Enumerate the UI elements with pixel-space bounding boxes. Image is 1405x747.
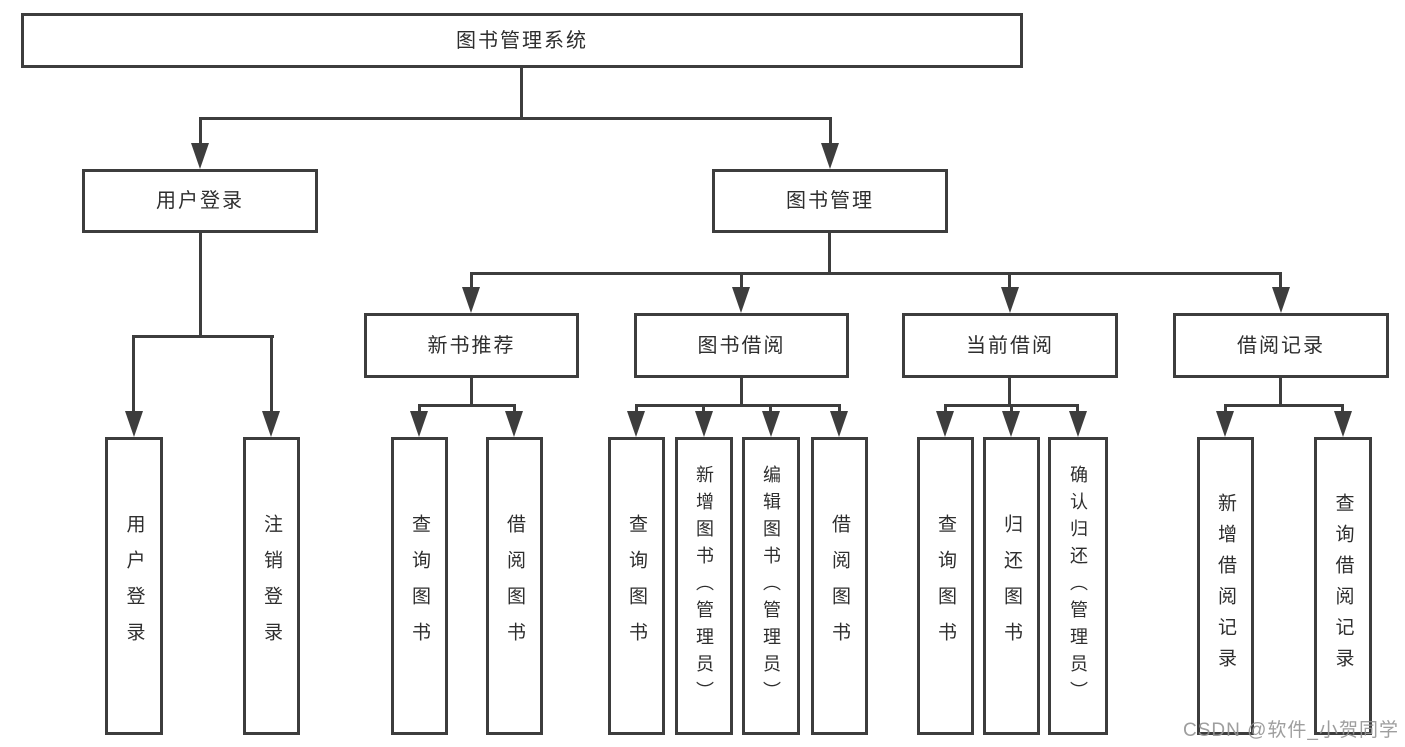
- leaf-records-add-record: 新增借阅记录: [1197, 437, 1254, 735]
- connector-line: [471, 272, 1282, 275]
- node-book-borrow: 图书借阅: [634, 313, 849, 378]
- connector-line: [828, 233, 831, 275]
- leaf-records-query-record: 查询借阅记录: [1314, 437, 1372, 735]
- leaf-user-login-label: 用户登录: [123, 514, 145, 658]
- arrowhead-down-icon: [830, 411, 848, 437]
- node-root: 图书管理系统: [21, 13, 1023, 68]
- leaf-newbooks-query-books: 查询图书: [391, 437, 448, 735]
- leaf-bookborrow-add-books-admin: 新增图书（管理员）: [675, 437, 733, 735]
- arrowhead-down-icon: [1272, 287, 1290, 313]
- arrowhead-down-icon: [505, 411, 523, 437]
- node-book-management-label: 图书管理: [786, 190, 874, 212]
- node-borrow-records: 借阅记录: [1173, 313, 1389, 378]
- connector-line: [636, 404, 841, 407]
- leaf-bookborrow-borrow-books: 借阅图书: [811, 437, 868, 735]
- leaf-newbooks-borrow-books-label: 借阅图书: [504, 514, 525, 658]
- leaf-newbooks-query-books-label: 查询图书: [409, 514, 430, 658]
- connector-line: [1279, 272, 1282, 294]
- node-current-borrow: 当前借阅: [902, 313, 1118, 378]
- node-borrow-records-label: 借阅记录: [1237, 334, 1325, 357]
- connector-line: [520, 68, 523, 118]
- node-new-book-recommend: 新书推荐: [364, 313, 579, 378]
- connector-line: [1279, 378, 1282, 406]
- arrowhead-down-icon: [462, 287, 480, 313]
- connector-line: [133, 335, 274, 338]
- node-current-borrow-label: 当前借阅: [966, 334, 1054, 357]
- connector-line: [470, 378, 473, 406]
- leaf-currentborrow-query-books: 查询图书: [917, 437, 974, 735]
- leaf-bookborrow-add-books-admin-label: 新增图书（管理员）: [694, 464, 714, 708]
- leaf-currentborrow-query-books-label: 查询图书: [935, 514, 956, 658]
- leaf-records-add-record-label: 新增借阅记录: [1215, 493, 1236, 679]
- connector-line: [740, 378, 743, 406]
- leaf-currentborrow-return-books-label: 归还图书: [1001, 514, 1022, 658]
- connector-line: [740, 272, 743, 294]
- node-user-login-label: 用户登录: [156, 190, 244, 212]
- connector-line: [1225, 404, 1344, 407]
- arrowhead-down-icon: [936, 411, 954, 437]
- connector-line: [270, 335, 273, 415]
- arrowhead-down-icon: [1002, 411, 1020, 437]
- arrowhead-down-icon: [410, 411, 428, 437]
- node-new-book-recommend-label: 新书推荐: [427, 334, 516, 357]
- leaf-currentborrow-confirm-return-admin: 确认归还（管理员）: [1048, 437, 1108, 735]
- leaf-newbooks-borrow-books: 借阅图书: [486, 437, 543, 735]
- arrowhead-down-icon: [695, 411, 713, 437]
- connector-line: [1008, 272, 1011, 294]
- connector-line: [132, 335, 135, 415]
- leaf-bookborrow-borrow-books-label: 借阅图书: [829, 514, 850, 658]
- leaf-bookborrow-query-books: 查询图书: [608, 437, 665, 735]
- arrowhead-down-icon: [762, 411, 780, 437]
- arrowhead-down-icon: [191, 143, 209, 169]
- leaf-logout: 注销登录: [243, 437, 300, 735]
- csdn-watermark: CSDN @软件_小贺同学: [1183, 720, 1399, 741]
- node-book-borrow-label: 图书借阅: [697, 334, 786, 357]
- arrowhead-down-icon: [1334, 411, 1352, 437]
- node-user-login: 用户登录: [82, 169, 318, 233]
- arrowhead-down-icon: [627, 411, 645, 437]
- connector-line: [829, 117, 832, 149]
- leaf-currentborrow-return-books: 归还图书: [983, 437, 1040, 735]
- connector-line: [199, 117, 832, 120]
- connector-line: [419, 404, 516, 407]
- connector-line: [470, 272, 473, 294]
- leaf-bookborrow-edit-books-admin-label: 编辑图书（管理员）: [761, 464, 781, 708]
- arrowhead-down-icon: [262, 411, 280, 437]
- arrowhead-down-icon: [732, 287, 750, 313]
- connector-line: [1008, 378, 1011, 406]
- leaf-bookborrow-query-books-label: 查询图书: [626, 514, 647, 658]
- arrowhead-down-icon: [1069, 411, 1087, 437]
- connector-line: [199, 117, 202, 149]
- node-root-label: 图书管理系统: [456, 29, 588, 52]
- leaf-logout-label: 注销登录: [261, 514, 282, 658]
- leaf-records-query-record-label: 查询借阅记录: [1332, 493, 1354, 679]
- arrowhead-down-icon: [1001, 287, 1019, 313]
- node-book-management: 图书管理: [712, 169, 948, 233]
- arrowhead-down-icon: [125, 411, 143, 437]
- arrowhead-down-icon: [1216, 411, 1234, 437]
- arrowhead-down-icon: [821, 143, 839, 169]
- leaf-bookborrow-edit-books-admin: 编辑图书（管理员）: [742, 437, 800, 735]
- leaf-currentborrow-confirm-return-admin-label: 确认归还（管理员）: [1068, 464, 1088, 708]
- leaf-user-login: 用户登录: [105, 437, 163, 735]
- connector-line: [199, 233, 202, 337]
